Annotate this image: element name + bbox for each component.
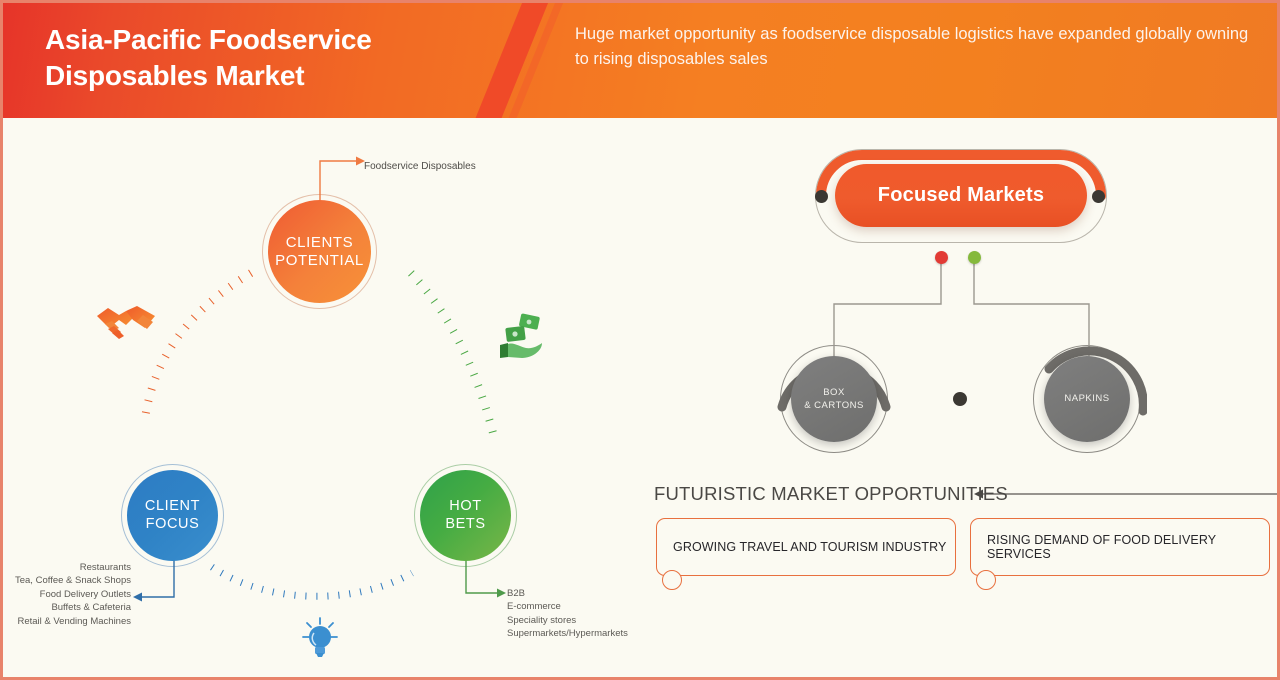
green-lead-dot	[968, 251, 981, 264]
focused-markets-anchor-right	[1092, 190, 1105, 203]
page-title: Asia-Pacific Foodservice Disposables Mar…	[45, 24, 372, 91]
list-item: Retail & Vending Machines	[17, 615, 131, 627]
napkins-arc	[1044, 346, 1147, 416]
hot-bets-connector	[465, 553, 506, 598]
node-napkins[interactable]: NAPKINS	[1044, 356, 1130, 442]
focused-markets-anchor-left	[815, 190, 828, 203]
list-item: Restaurants	[79, 562, 131, 573]
clients-potential-connector	[319, 156, 365, 211]
list-item: E-commerce	[507, 601, 561, 613]
red-lead-dot	[935, 251, 948, 264]
list-item: B2B	[507, 588, 525, 599]
opportunity-card-1-marker	[662, 570, 682, 590]
opportunity-card-1[interactable]: GROWING TRAVEL AND TOURISM INDUSTRY	[656, 518, 956, 576]
handshake-icon	[95, 298, 157, 351]
focused-markets-badge[interactable]: Focused Markets	[835, 164, 1087, 227]
opportunity-card-2-marker	[976, 570, 996, 590]
client-focus-connector	[133, 553, 175, 602]
focused-markets-arc	[816, 150, 1106, 201]
list-item: Speciality stores	[507, 614, 577, 626]
list-item: Food Delivery Outlets	[39, 588, 131, 600]
list-item: Buffets & Cafeteria	[51, 602, 131, 614]
futuristic-opportunities-arrow	[974, 489, 1277, 499]
blue-dotted-arc	[210, 564, 414, 600]
header-subtitle: Huge market opportunity as foodservice d…	[575, 25, 1249, 68]
list-item: Supermarkets/Hypermarkets	[507, 628, 628, 640]
node-napkins-label: NAPKINS	[1064, 393, 1110, 405]
money-in-hand-icon	[498, 311, 544, 366]
center-anchor-dot	[953, 392, 967, 406]
clients-potential-callout: Foodservice Disposables	[364, 161, 476, 172]
opportunity-card-2-label: RISING DEMAND OF FOOD DELIVERY SERVICES	[987, 533, 1216, 561]
focused-markets-branch-connectors	[833, 260, 1090, 362]
hot-bets-list: B2B E-commerce Speciality stores Superma…	[507, 587, 628, 641]
lightbulb-icon	[300, 616, 340, 665]
opportunity-card-1-label: GROWING TRAVEL AND TOURISM INDUSTRY	[673, 540, 947, 554]
header-banner: Asia-Pacific Foodservice Disposables Mar…	[3, 3, 1277, 118]
green-dotted-arc	[408, 270, 497, 435]
node-box-cartons[interactable]: BOX& CARTONS	[791, 356, 877, 442]
list-item: Tea, Coffee & Snack Shops	[14, 575, 131, 587]
client-focus-ring	[121, 464, 224, 567]
opportunity-card-2[interactable]: RISING DEMAND OF FOOD DELIVERY SERVICES	[970, 518, 1270, 576]
focused-markets-label: Focused Markets	[877, 184, 1045, 206]
futuristic-opportunities-title: FUTURISTIC MARKET OPPORTUNITIES	[654, 483, 1008, 504]
client-focus-list: Restaurants Tea, Coffee & Snack Shops Fo…	[6, 561, 131, 628]
node-box-cartons-label: BOX& CARTONS	[804, 386, 864, 411]
